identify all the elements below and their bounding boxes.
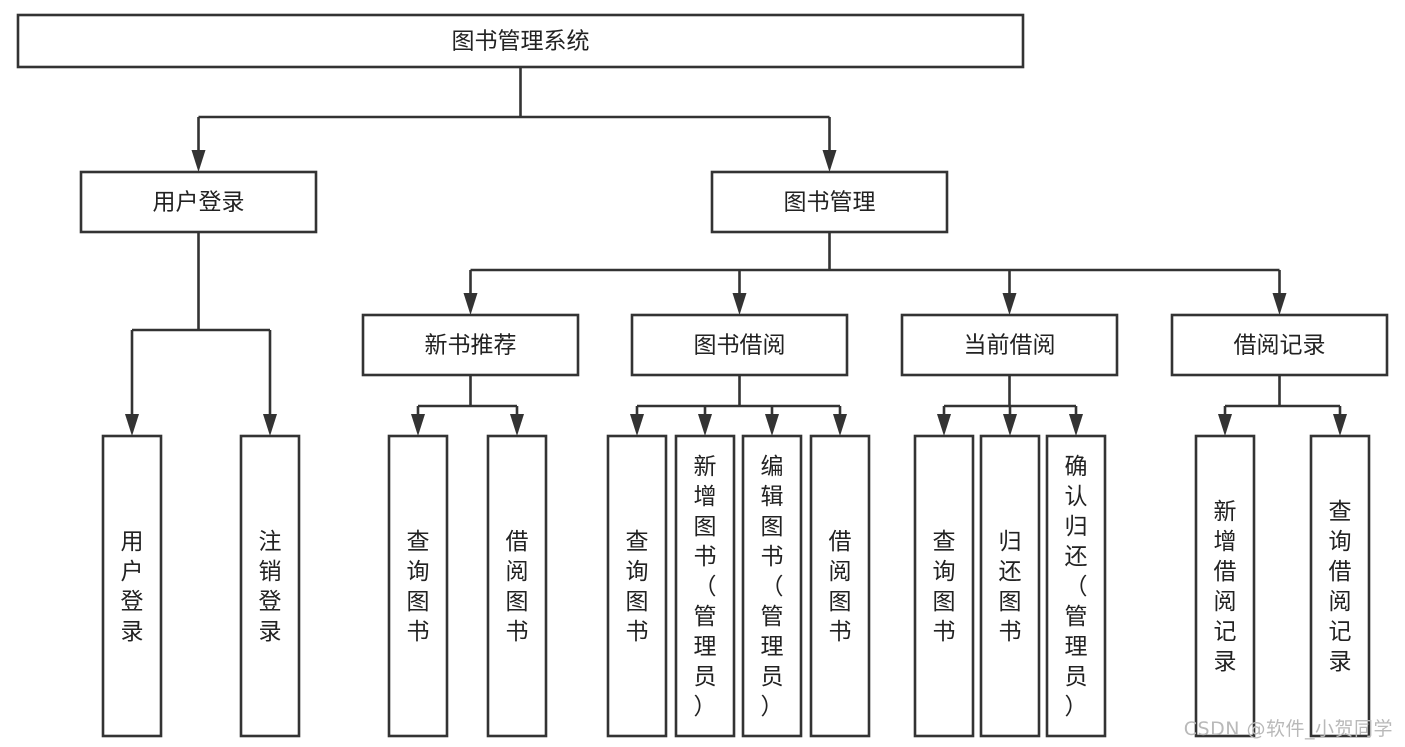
node-leaf-query-record[interactable]: 查询借阅记录 bbox=[1309, 434, 1371, 738]
arrowhead-icon bbox=[510, 414, 524, 436]
node-leaf-edit-book[interactable]: 编辑图书（管理员） bbox=[741, 434, 803, 738]
node-label: 编辑图书（管理员） bbox=[761, 454, 784, 720]
arrowhead-icon bbox=[732, 293, 747, 315]
node-label: 图书管理系统 bbox=[452, 29, 590, 55]
arrowhead-icon bbox=[463, 293, 478, 315]
node-label: 查询图书 bbox=[933, 529, 956, 645]
arrowhead-icon bbox=[1002, 293, 1017, 315]
node-box bbox=[913, 434, 975, 738]
node-leaf-logout[interactable]: 注销登录 bbox=[239, 434, 301, 738]
node-box bbox=[1045, 434, 1107, 738]
node-label: 注销登录 bbox=[259, 529, 282, 645]
node-box bbox=[809, 434, 871, 738]
connector-layer bbox=[125, 67, 1347, 436]
node-box bbox=[101, 434, 163, 738]
node-label: 归还图书 bbox=[999, 529, 1022, 645]
node-box bbox=[79, 170, 318, 234]
node-leaf-confirm-return[interactable]: 确认归还（管理员） bbox=[1045, 434, 1107, 738]
node-label: 新增图书（管理员） bbox=[694, 454, 717, 720]
arrowhead-icon bbox=[1069, 414, 1083, 436]
node-user-login[interactable]: 用户登录 bbox=[79, 170, 318, 234]
node-label: 借阅图书 bbox=[506, 529, 529, 645]
node-layer: 图书管理系统用户登录图书管理新书推荐图书借阅当前借阅借阅记录用户登录注销登录查询… bbox=[16, 13, 1389, 738]
node-label: 图书借阅 bbox=[694, 333, 786, 359]
node-label: 查询借阅记录 bbox=[1329, 499, 1352, 675]
arrowhead-icon bbox=[411, 414, 425, 436]
node-box bbox=[486, 434, 548, 738]
node-leaf-borrow-book-rec[interactable]: 借阅图书 bbox=[486, 434, 548, 738]
node-leaf-add-book[interactable]: 新增图书（管理员） bbox=[674, 434, 736, 738]
arrowhead-icon bbox=[630, 414, 644, 436]
arrowhead-icon bbox=[191, 150, 206, 172]
node-label: 借阅记录 bbox=[1234, 333, 1326, 359]
node-label: 新书推荐 bbox=[425, 333, 517, 359]
node-label: 图书管理 bbox=[784, 190, 876, 216]
arrowhead-icon bbox=[125, 414, 139, 436]
arrowhead-icon bbox=[1272, 293, 1287, 315]
arrowhead-icon bbox=[833, 414, 847, 436]
node-box bbox=[606, 434, 668, 738]
node-box bbox=[1170, 313, 1389, 377]
node-label: 用户登录 bbox=[121, 529, 144, 645]
arrowhead-icon bbox=[263, 414, 277, 436]
node-box bbox=[1309, 434, 1371, 738]
arrowhead-icon bbox=[937, 414, 951, 436]
node-label: 查询图书 bbox=[626, 529, 649, 645]
arrowhead-icon bbox=[765, 414, 779, 436]
node-leaf-borrow-book[interactable]: 借阅图书 bbox=[809, 434, 871, 738]
node-label: 新增借阅记录 bbox=[1214, 499, 1237, 675]
node-box bbox=[361, 313, 580, 377]
node-label: 确认归还（管理员） bbox=[1065, 454, 1088, 720]
node-leaf-user-login[interactable]: 用户登录 bbox=[101, 434, 163, 738]
node-box bbox=[710, 170, 949, 234]
arrowhead-icon bbox=[1003, 414, 1017, 436]
node-box bbox=[900, 313, 1119, 377]
arrowhead-icon bbox=[698, 414, 712, 436]
node-borrow-record[interactable]: 借阅记录 bbox=[1170, 313, 1389, 377]
node-label: 用户登录 bbox=[153, 190, 245, 216]
node-label: 查询图书 bbox=[407, 529, 430, 645]
node-new-book-rec[interactable]: 新书推荐 bbox=[361, 313, 580, 377]
node-leaf-add-record[interactable]: 新增借阅记录 bbox=[1194, 434, 1256, 738]
node-book-borrow[interactable]: 图书借阅 bbox=[630, 313, 849, 377]
arrowhead-icon bbox=[1218, 414, 1232, 436]
node-book-manage[interactable]: 图书管理 bbox=[710, 170, 949, 234]
node-leaf-query-book[interactable]: 查询图书 bbox=[606, 434, 668, 738]
node-box bbox=[239, 434, 301, 738]
node-root[interactable]: 图书管理系统 bbox=[16, 13, 1025, 69]
node-leaf-return-book[interactable]: 归还图书 bbox=[979, 434, 1041, 738]
node-box bbox=[741, 434, 803, 738]
node-label: 当前借阅 bbox=[964, 333, 1056, 359]
node-leaf-query-book-cur[interactable]: 查询图书 bbox=[913, 434, 975, 738]
node-box bbox=[630, 313, 849, 377]
node-box bbox=[16, 13, 1025, 69]
arrowhead-icon bbox=[822, 150, 837, 172]
node-box bbox=[387, 434, 449, 738]
node-box bbox=[674, 434, 736, 738]
node-current-borrow[interactable]: 当前借阅 bbox=[900, 313, 1119, 377]
arrowhead-icon bbox=[1333, 414, 1347, 436]
node-label: 借阅图书 bbox=[829, 529, 852, 645]
node-box bbox=[1194, 434, 1256, 738]
node-box bbox=[979, 434, 1041, 738]
node-leaf-query-book-rec[interactable]: 查询图书 bbox=[387, 434, 449, 738]
